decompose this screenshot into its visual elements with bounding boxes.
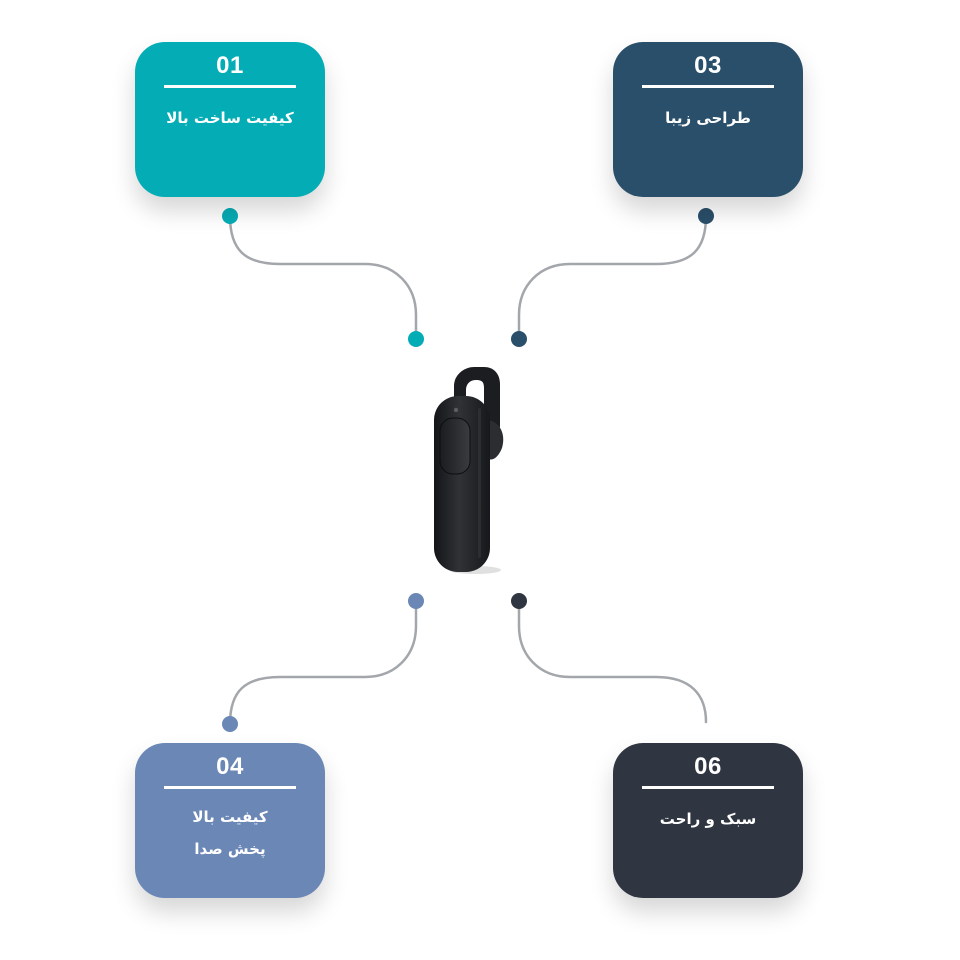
connector-line-04 [228, 599, 418, 726]
feature-number: 04 [216, 753, 244, 780]
feature-divider [642, 85, 774, 88]
connector-line-03 [517, 214, 708, 341]
connector-dot-03-top [698, 208, 714, 224]
feature-text: طراحی زیبا [665, 109, 751, 127]
feature-card-01: 01 کیفیت ساخت بالا [135, 42, 325, 197]
headset-edge-highlight [478, 408, 481, 558]
feature-card-04: 04 کیفیت بالا پخش صدا [135, 743, 325, 898]
connector-dot-04-bottom [222, 716, 238, 732]
feature-divider [164, 85, 296, 88]
headset-button [439, 417, 471, 475]
connector-dot-01-top [222, 208, 238, 224]
connector-dot-03-bottom [511, 331, 527, 347]
connector-line-06 [517, 599, 708, 724]
feature-text-line-2: پخش صدا [194, 840, 266, 858]
connector-line-01 [228, 214, 418, 341]
feature-card-03: 03 طراحی زیبا [613, 42, 803, 197]
headset-led [453, 407, 459, 413]
connector-dot-06-top [511, 593, 527, 609]
feature-text: کیفیت ساخت بالا [166, 109, 294, 127]
feature-number: 03 [694, 52, 722, 79]
connector-dot-01-bottom [408, 331, 424, 347]
feature-divider [642, 786, 774, 789]
feature-card-06: 06 سبک و راحت [613, 743, 803, 898]
connector-dot-04-top [408, 593, 424, 609]
feature-number: 06 [694, 753, 722, 780]
feature-number: 01 [216, 52, 244, 79]
feature-text-line-1: کیفیت بالا [192, 808, 268, 826]
bluetooth-headset-icon [434, 367, 504, 574]
feature-divider [164, 786, 296, 789]
headset-ear-tip [486, 420, 504, 460]
feature-text: سبک و راحت [659, 810, 757, 828]
